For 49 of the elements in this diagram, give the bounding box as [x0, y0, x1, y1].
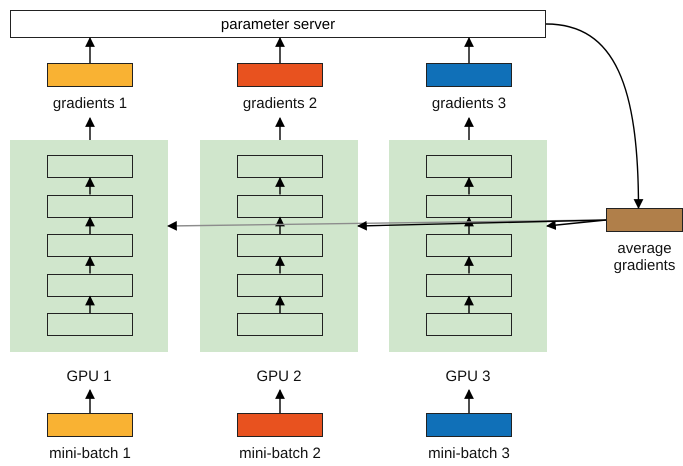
arrow: [275, 117, 285, 140]
arrow: [464, 256, 474, 274]
arrow: [275, 389, 285, 413]
layer-box: [47, 274, 133, 296]
arrow: [85, 177, 95, 194]
layer-box: [237, 155, 323, 178]
arrow: [275, 216, 285, 234]
bar-label: gradients 2: [242, 95, 318, 112]
bar-label: mini-batch 1: [48, 445, 132, 462]
arrow: [85, 389, 95, 413]
gpu-label: GPU 1: [65, 368, 112, 385]
layer-box: [237, 274, 323, 296]
layer-box: [47, 155, 133, 178]
arrow: [85, 117, 95, 140]
layer-box: [426, 234, 512, 257]
layer-box: [237, 313, 323, 336]
arrow: [464, 37, 474, 63]
arrow: [85, 256, 95, 274]
gpu-label: GPU 3: [444, 368, 492, 385]
arrow: [464, 216, 474, 234]
arrow: [275, 296, 285, 313]
arrow: [464, 117, 474, 140]
arrow: [85, 37, 95, 63]
gpu-label: GPU 2: [255, 368, 302, 385]
arrow: [275, 256, 285, 274]
arrow: [275, 37, 285, 63]
arrow: [464, 296, 474, 313]
bar-label: mini-batch 3: [427, 445, 511, 462]
layer-box: [426, 313, 512, 336]
layer-box: [47, 313, 133, 336]
bar-label: gradients 1: [52, 95, 128, 112]
arrow: [464, 389, 474, 413]
bar-label: mini-batch 2: [238, 445, 322, 462]
layer-box: [426, 194, 512, 218]
layer-box: [237, 194, 323, 218]
bar-label: average gradients: [612, 240, 676, 274]
arrow: [85, 296, 95, 313]
layer-box: [47, 194, 133, 218]
layer-box: [237, 234, 323, 257]
layer-box: [47, 234, 133, 257]
arrow: [85, 216, 95, 234]
server-box: parameter server: [10, 10, 546, 38]
layer-box: [426, 155, 512, 178]
bar-label: gradients 3: [430, 95, 508, 112]
arrow: [275, 177, 285, 194]
arrow: [464, 177, 474, 194]
arrow: [546, 219, 606, 230]
layer-box: [426, 274, 512, 296]
arrow: [546, 23, 644, 209]
